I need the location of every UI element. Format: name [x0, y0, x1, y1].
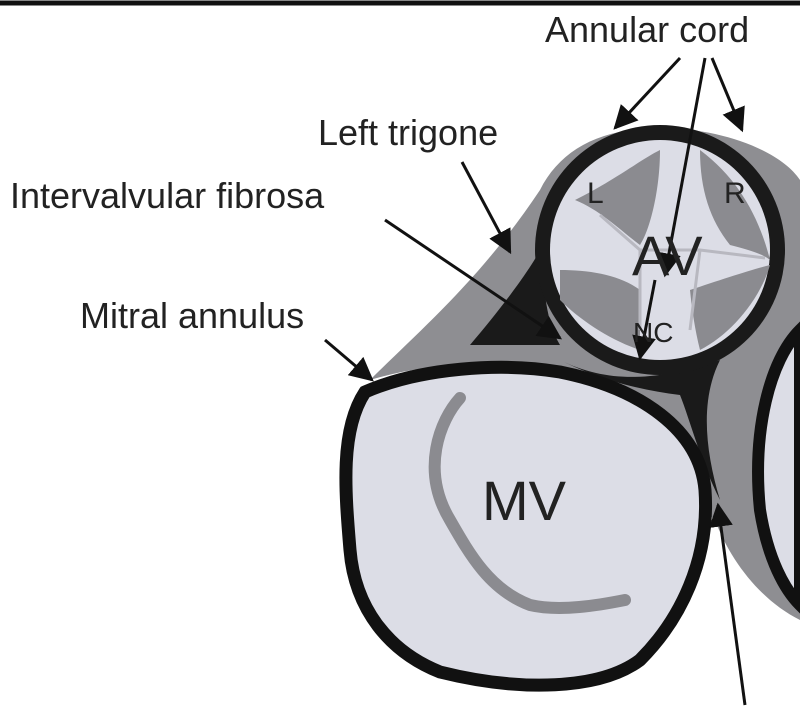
- label-mitral-annulus: Mitral annulus: [80, 295, 304, 336]
- label-cusp-l: L: [587, 177, 604, 210]
- label-av: AV: [632, 224, 703, 287]
- label-intervalvular-fibrosa: Intervalvular fibrosa: [10, 175, 325, 216]
- label-cusp-nc: NC: [633, 317, 673, 348]
- label-mv: MV: [482, 469, 567, 532]
- label-annular-cord: Annular cord: [545, 9, 749, 50]
- label-left-trigone: Left trigone: [318, 112, 498, 153]
- arrow-annular-cord-right: [712, 58, 742, 130]
- arrow-annular-cord-left: [615, 58, 680, 128]
- arrow-left-trigone: [462, 162, 510, 252]
- arrow-mitral-annulus: [325, 340, 372, 380]
- label-cusp-r: R: [724, 177, 746, 210]
